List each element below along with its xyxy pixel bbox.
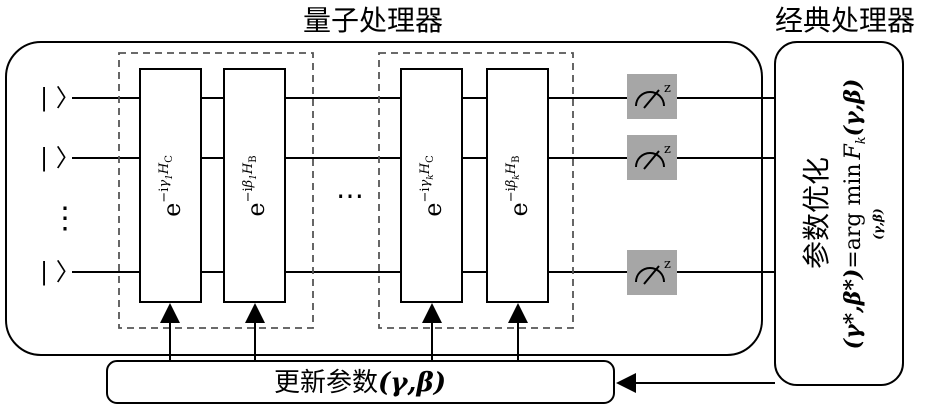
meter-needle-icon (643, 150, 660, 170)
meter-dial-icon (635, 267, 665, 283)
layer-ellipsis: ⋯ (336, 179, 364, 212)
gate-mixer-k (486, 68, 549, 303)
meter-needle-icon (643, 89, 660, 109)
quantum-processor-title: 量子处理器 (303, 4, 443, 37)
measurement-meter-2: z (627, 135, 677, 180)
gate-label-cost-1: e−iγ1HC (157, 155, 186, 217)
update-params-label: 更新参数(γ,β) (274, 368, 446, 398)
update-params-box (106, 360, 615, 404)
meter-label: z (664, 142, 671, 157)
optimizer-formula-under: (γ,β) (871, 208, 885, 239)
gate-mixer-1 (223, 68, 286, 303)
gate-cost-1 (139, 68, 202, 303)
layer-k-group (378, 52, 574, 329)
qubit-ket-3: | 〉 (40, 258, 80, 287)
qubit-ket-1: | 〉 (40, 84, 80, 113)
meter-needle-icon (643, 265, 660, 285)
gate-label-mixer-1: e−iβ1HB (241, 155, 270, 216)
measurement-meter-1: z (627, 74, 677, 119)
gate-label-cost-k: e−iγkHC (418, 155, 447, 217)
meter-label: z (664, 81, 671, 96)
classical-processor-title: 经典处理器 (775, 4, 915, 37)
optimizer-formula: (γ*,β*)=arg minFk(γ,β) (840, 79, 869, 350)
ellipsis-mask (326, 176, 372, 216)
meter-label: z (664, 257, 671, 272)
optimizer-title: 参数优化 (800, 157, 833, 269)
qubit-vdots: ⋮ (50, 201, 80, 236)
quantum-processor-box (5, 41, 763, 356)
meter-dial-icon (635, 91, 665, 107)
parameter-feed-arrows (160, 303, 528, 361)
qubit-ket-2: | 〉 (40, 144, 80, 173)
gate-cost-k (400, 68, 463, 303)
gate-label-mixer-k: e−iβkHB (504, 156, 533, 217)
layer-1-group (118, 52, 314, 329)
measurement-meter-3: z (627, 250, 677, 295)
meter-dial-icon (635, 152, 665, 168)
classical-processor-box (774, 41, 904, 386)
